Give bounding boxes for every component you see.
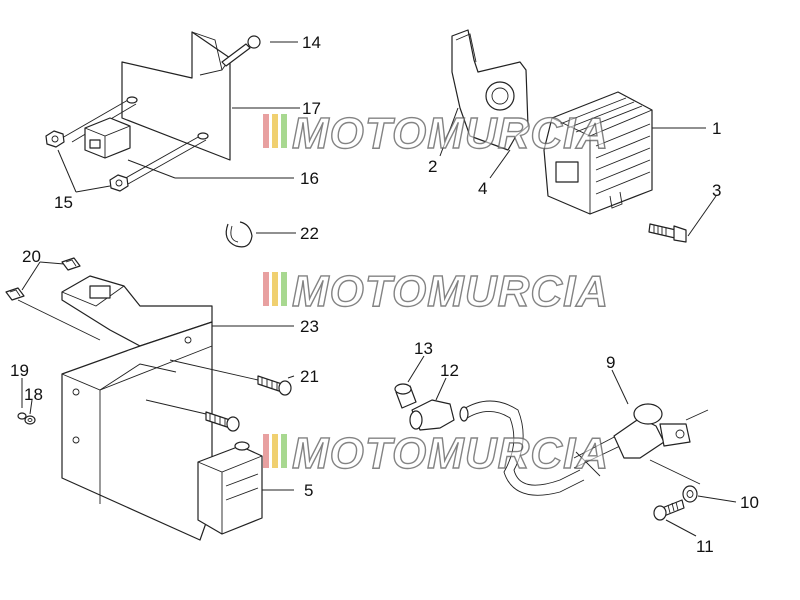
label-16: 16 bbox=[300, 169, 319, 188]
watermark-text: MOTOMURCIA bbox=[292, 267, 609, 316]
relay-bracket-assembly bbox=[45, 31, 261, 248]
hose bbox=[461, 400, 581, 486]
label-12: 12 bbox=[440, 361, 459, 380]
label-19: 19 bbox=[10, 361, 29, 380]
part-labels: 14 17 16 15 22 1 3 2 4 20 23 21 19 18 5 … bbox=[10, 33, 759, 556]
label-1: 1 bbox=[712, 119, 721, 138]
washer bbox=[682, 485, 698, 503]
label-22: 22 bbox=[300, 224, 319, 243]
nut bbox=[45, 130, 65, 148]
pickup-screw bbox=[653, 499, 685, 521]
label-21: 21 bbox=[300, 367, 319, 386]
relay bbox=[84, 117, 131, 159]
watermark-stripe-yellow bbox=[272, 272, 278, 306]
label-5: 5 bbox=[304, 481, 313, 500]
relay-bracket-plate bbox=[121, 31, 231, 161]
pickup-sensor bbox=[573, 403, 709, 477]
bolt bbox=[257, 375, 292, 396]
watermark-stripe-yellow bbox=[272, 114, 278, 148]
watermark-stripe-green bbox=[281, 434, 287, 468]
label-23: 23 bbox=[300, 317, 319, 336]
hose-clamp bbox=[225, 221, 253, 248]
mounting-screw bbox=[648, 223, 687, 243]
voltage-regulator bbox=[543, 91, 653, 215]
label-13: 13 bbox=[414, 339, 433, 358]
watermark-stripe-red bbox=[263, 114, 269, 148]
small-screw bbox=[17, 412, 27, 420]
label-10: 10 bbox=[740, 493, 759, 512]
watermark-2: MOTOMURCIA bbox=[263, 266, 609, 317]
watermark-3: MOTOMURCIA bbox=[263, 428, 609, 479]
label-14: 14 bbox=[302, 33, 321, 52]
label-3: 3 bbox=[712, 181, 721, 200]
coil-bracket-assembly bbox=[5, 257, 292, 541]
watermark-text: MOTOMURCIA bbox=[292, 109, 609, 158]
watermark-text: MOTOMURCIA bbox=[292, 429, 609, 478]
bolt bbox=[205, 411, 240, 432]
ignition-coil bbox=[197, 441, 263, 535]
label-11: 11 bbox=[696, 537, 714, 556]
stud bbox=[121, 135, 201, 181]
watermark-stripe-red bbox=[263, 272, 269, 306]
label-4: 4 bbox=[478, 179, 487, 198]
watermark-1: MOTOMURCIA bbox=[263, 108, 609, 159]
label-9: 9 bbox=[606, 353, 615, 372]
label-2: 2 bbox=[428, 157, 437, 176]
clip-nut bbox=[61, 257, 81, 271]
elbow-fitting bbox=[409, 399, 455, 431]
watermark-stripe-yellow bbox=[272, 434, 278, 468]
watermark-stripe-green bbox=[281, 272, 287, 306]
watermark-stripe-green bbox=[281, 114, 287, 148]
washer bbox=[24, 415, 36, 425]
watermark-stripe-red bbox=[263, 434, 269, 468]
label-18: 18 bbox=[24, 385, 43, 404]
stud bbox=[61, 99, 129, 139]
pickup-assembly bbox=[394, 383, 709, 521]
label-17: 17 bbox=[302, 99, 321, 118]
nut bbox=[109, 174, 129, 192]
label-20: 20 bbox=[22, 247, 41, 266]
clip-nut bbox=[5, 287, 25, 301]
screw bbox=[221, 35, 261, 67]
regulator-assembly bbox=[451, 29, 687, 243]
rubber-cap bbox=[394, 383, 417, 409]
label-15: 15 bbox=[54, 193, 73, 212]
leader-lines bbox=[21, 41, 737, 537]
